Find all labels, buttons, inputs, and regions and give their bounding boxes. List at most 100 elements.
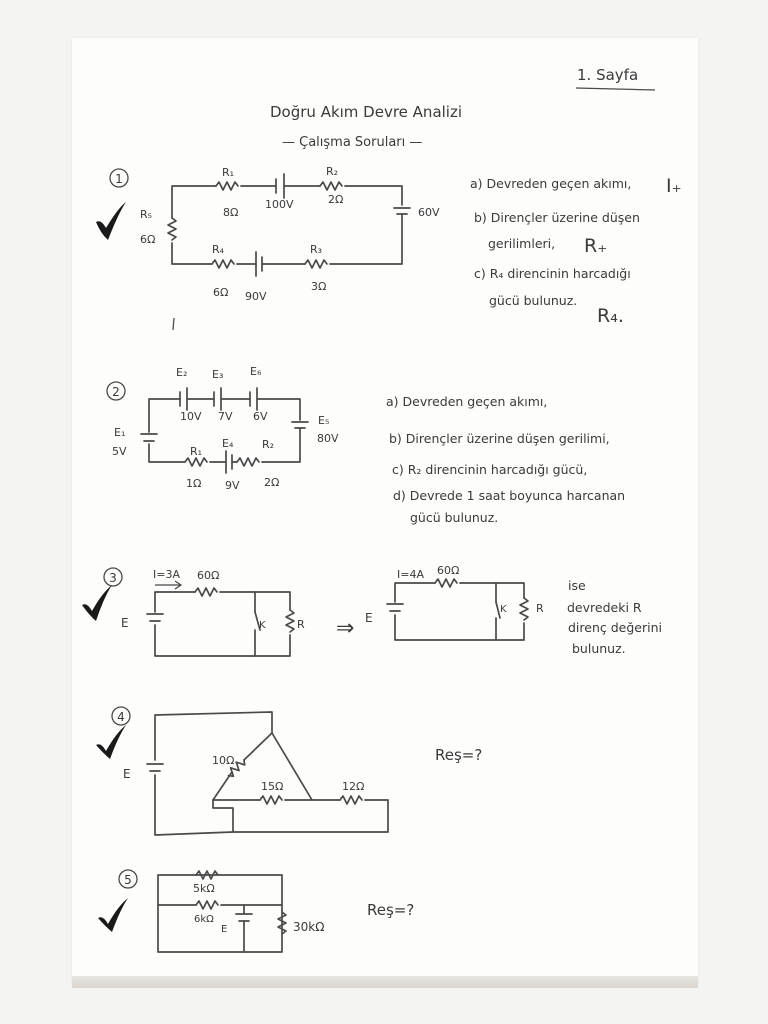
note-1c: R₄. <box>597 305 624 327</box>
battery-100v <box>275 173 285 199</box>
wire-outer <box>157 874 283 953</box>
question-number-circle <box>111 706 131 726</box>
question-4-text: Reş=? <box>435 746 482 764</box>
question-number-circle <box>103 567 123 587</box>
wire <box>171 185 217 219</box>
label-current-2: I=4A <box>397 568 424 581</box>
label-r-2: R <box>536 602 544 615</box>
resistor-r2 <box>236 457 260 467</box>
resistor-r3 <box>304 259 328 269</box>
question-2d-line2: gücü bulunuz. <box>410 510 498 525</box>
label-e-2: E <box>365 611 373 625</box>
wire <box>148 443 186 463</box>
label-current-1: I=3A <box>153 568 180 581</box>
resistor-6k <box>195 900 219 910</box>
label-e2: E₂ <box>176 366 187 379</box>
wire <box>329 213 403 265</box>
label-r: R <box>297 618 305 631</box>
question-1: 1 R₁ 8Ω 100V R₂ 2Ω 60V R₅ 6Ω R₄ 6Ω 90V R… <box>96 165 682 331</box>
value-r1: 1Ω <box>186 477 201 490</box>
resistor-r5 <box>167 217 177 241</box>
label-e: E <box>121 616 129 630</box>
value-r30k: 30kΩ <box>293 920 324 934</box>
resistor-r1 <box>184 457 208 467</box>
value-e4: 9V <box>225 479 240 492</box>
resistor-r4 <box>211 259 235 269</box>
wire <box>271 732 313 801</box>
resistor-60ohm-2 <box>434 578 458 588</box>
value-e3: 90V <box>245 290 267 303</box>
question-number: 1 <box>115 172 123 186</box>
pen-mark <box>172 317 175 331</box>
label-r5: R₅ <box>140 208 152 221</box>
question-3-line2: devredeki R <box>567 600 642 615</box>
question-3: 3 I=3A 60Ω E K R ⇒ I=4A 60Ω E K R ise de… <box>82 564 662 657</box>
wire <box>219 591 291 611</box>
value-e1: 5V <box>112 445 127 458</box>
wire <box>256 398 301 421</box>
value-r4: 6Ω <box>213 286 228 299</box>
battery-e <box>235 913 253 922</box>
note-1b: R₊ <box>584 235 607 257</box>
value-r6k: 6kΩ <box>194 914 214 925</box>
wire <box>171 242 213 265</box>
label-k-2: K <box>500 604 507 615</box>
wire <box>344 185 403 206</box>
battery-60v <box>393 207 411 215</box>
wire <box>212 799 389 833</box>
page-subtitle: — Çalışma Soruları — <box>282 135 422 150</box>
note-1a: I₊ <box>666 175 682 197</box>
label-e: E <box>123 767 131 781</box>
value-resistor-2: 60Ω <box>437 564 459 577</box>
wire <box>261 427 301 463</box>
question-2b: b) Dirençler üzerine düşen gerilimi, <box>389 431 610 446</box>
wire <box>394 582 436 603</box>
label-e6: E₆ <box>250 365 262 378</box>
value-e5: 80V <box>317 432 339 445</box>
page-label: 1. Sayfa <box>577 66 638 84</box>
value-r5: 6Ω <box>140 233 155 246</box>
value-e3: 7V <box>218 410 233 423</box>
question-number: 2 <box>112 385 120 399</box>
paper-sheet <box>72 38 698 983</box>
wire <box>459 582 525 599</box>
battery-e4 <box>225 450 233 474</box>
battery-e6 <box>249 387 258 411</box>
label-e3: E₃ <box>212 368 223 381</box>
checkmark-icon <box>96 202 126 240</box>
checkmark-icon <box>98 898 128 932</box>
label-e5: E₅ <box>318 414 329 427</box>
question-1b-line1: b) Dirençler üzerine düşen <box>474 210 640 225</box>
wire <box>154 711 273 761</box>
resistor-r1 <box>215 181 239 191</box>
question-number: 3 <box>109 571 117 585</box>
question-3-line1: ise <box>568 578 586 593</box>
value-r10: 10Ω <box>212 754 234 767</box>
question-1c-line1: c) R₄ direncinin harcadığı <box>474 266 631 281</box>
question-number-circle <box>109 168 129 188</box>
value-r5k: 5kΩ <box>193 882 215 895</box>
resistor-12ohm <box>339 795 363 805</box>
question-number-circle <box>118 869 138 889</box>
switch-k-blade-2 <box>495 601 501 619</box>
label-r2: R₂ <box>262 438 274 451</box>
value-e2: 10V <box>180 410 202 423</box>
wire <box>212 732 273 801</box>
label-e: E <box>221 924 227 935</box>
value-r15: 15Ω <box>261 780 283 793</box>
wire <box>154 624 291 657</box>
battery-e5 <box>291 421 309 429</box>
resistor-15ohm <box>259 795 283 805</box>
question-5: 5 5kΩ 6kΩ E 30kΩ Reş=? <box>98 869 414 953</box>
wire <box>394 614 525 641</box>
question-5-text: Reş=? <box>367 901 414 919</box>
battery-e-2 <box>386 603 404 612</box>
label-r1: R₁ <box>190 445 202 458</box>
label-r3: R₃ <box>310 243 322 256</box>
value-r2: 2Ω <box>264 476 279 489</box>
question-2d-line1: d) Devrede 1 saat boyunca harcanan <box>393 488 625 503</box>
wire <box>154 591 196 613</box>
value-e6: 6V <box>253 410 268 423</box>
question-number: 4 <box>117 710 125 724</box>
question-2c: c) R₂ direncinin harcadığı gücü, <box>392 462 587 477</box>
